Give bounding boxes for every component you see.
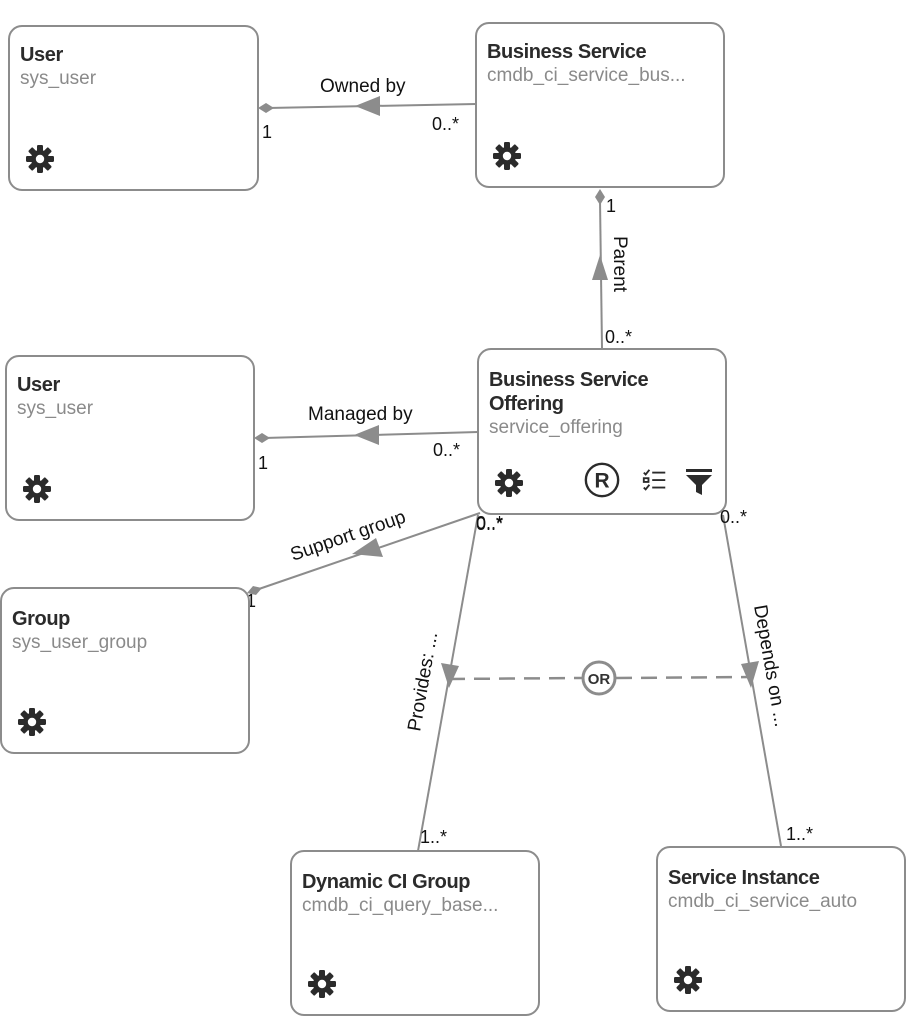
edge-label-parent: Parent: [609, 236, 630, 293]
edge-provides[interactable]: Provides: ... 0..* 1..*: [404, 513, 503, 852]
mult-owned-by-source: 0..*: [432, 114, 459, 134]
gear-icon[interactable]: [493, 467, 525, 499]
node-table-name: cmdb_ci_service_bus...: [487, 65, 686, 86]
mult-support-group-target: 1: [246, 591, 256, 611]
node-title-line1: Business Service: [489, 369, 649, 391]
registered-icon[interactable]: R: [583, 461, 621, 499]
gear-icon[interactable]: [491, 140, 523, 172]
node-title: Group: [12, 608, 70, 630]
node-dynamic-ci-group[interactable]: Dynamic CI Group cmdb_ci_query_base...: [290, 850, 540, 1016]
mult-provides-source: 0..*: [476, 513, 503, 533]
node-table-name: service_offering: [489, 417, 623, 438]
node-business-service[interactable]: Business Service cmdb_ci_service_bus...: [475, 22, 725, 188]
gear-icon[interactable]: [21, 473, 53, 505]
gear-icon[interactable]: [672, 964, 704, 996]
edge-managed-by[interactable]: Managed by 0..* 1: [254, 404, 479, 473]
mult-managed-by-target: 1: [258, 453, 268, 473]
or-label: OR: [588, 671, 611, 688]
mult-managed-by-source: 0..*: [433, 440, 460, 460]
gear-icon[interactable]: [306, 968, 338, 1000]
node-service-instance[interactable]: Service Instance cmdb_ci_service_auto: [656, 846, 906, 1012]
edge-depends-on[interactable]: Depends on ... 0..* 1..*: [720, 507, 813, 847]
edge-owned-by[interactable]: Owned by 0..* 1: [258, 76, 477, 142]
node-title: Service Instance: [668, 867, 820, 889]
node-table-name: cmdb_ci_service_auto: [668, 891, 858, 912]
node-user-owner[interactable]: User sys_user: [8, 25, 259, 191]
filter-icon[interactable]: [684, 467, 714, 497]
node-title-line2: Offering: [489, 393, 564, 415]
edge-parent[interactable]: Parent 0..* 1: [592, 189, 632, 349]
node-group[interactable]: Group sys_user_group: [0, 587, 250, 754]
gear-icon[interactable]: [24, 143, 56, 175]
svg-text:R: R: [594, 470, 609, 493]
edge-label-provides: Provides: ...: [404, 630, 442, 732]
node-user-manager[interactable]: User sys_user: [5, 355, 255, 521]
mult-owned-by-target: 1: [262, 122, 272, 142]
mult-support-group-source: 0..*: [476, 514, 503, 534]
node-title: Dynamic CI Group: [302, 871, 471, 893]
node-table-name: sys_user: [20, 68, 97, 89]
checklist-icon[interactable]: [641, 467, 669, 495]
gear-icon[interactable]: [16, 706, 48, 738]
node-title: User: [17, 374, 60, 396]
node-table-name: cmdb_ci_query_base...: [302, 895, 499, 916]
mult-provides-target: 1..*: [420, 827, 447, 847]
node-table-name: sys_user_group: [12, 632, 148, 653]
node-title: User: [20, 44, 63, 66]
mult-depends-on-target: 1..*: [786, 824, 813, 844]
edge-label-owned-by: Owned by: [320, 76, 406, 97]
mult-parent-source: 0..*: [605, 327, 632, 347]
node-title: Business Service: [487, 41, 647, 63]
edge-label-managed-by: Managed by: [308, 404, 413, 425]
node-table-name: sys_user: [17, 398, 94, 419]
mult-depends-on-source: 0..*: [720, 507, 747, 527]
mult-parent-target: 1: [606, 196, 616, 216]
edge-label-support-group: Support group: [288, 507, 409, 566]
or-connector[interactable]: OR: [448, 660, 751, 696]
node-service-offering[interactable]: Business Service Offering service_offeri…: [477, 348, 727, 515]
